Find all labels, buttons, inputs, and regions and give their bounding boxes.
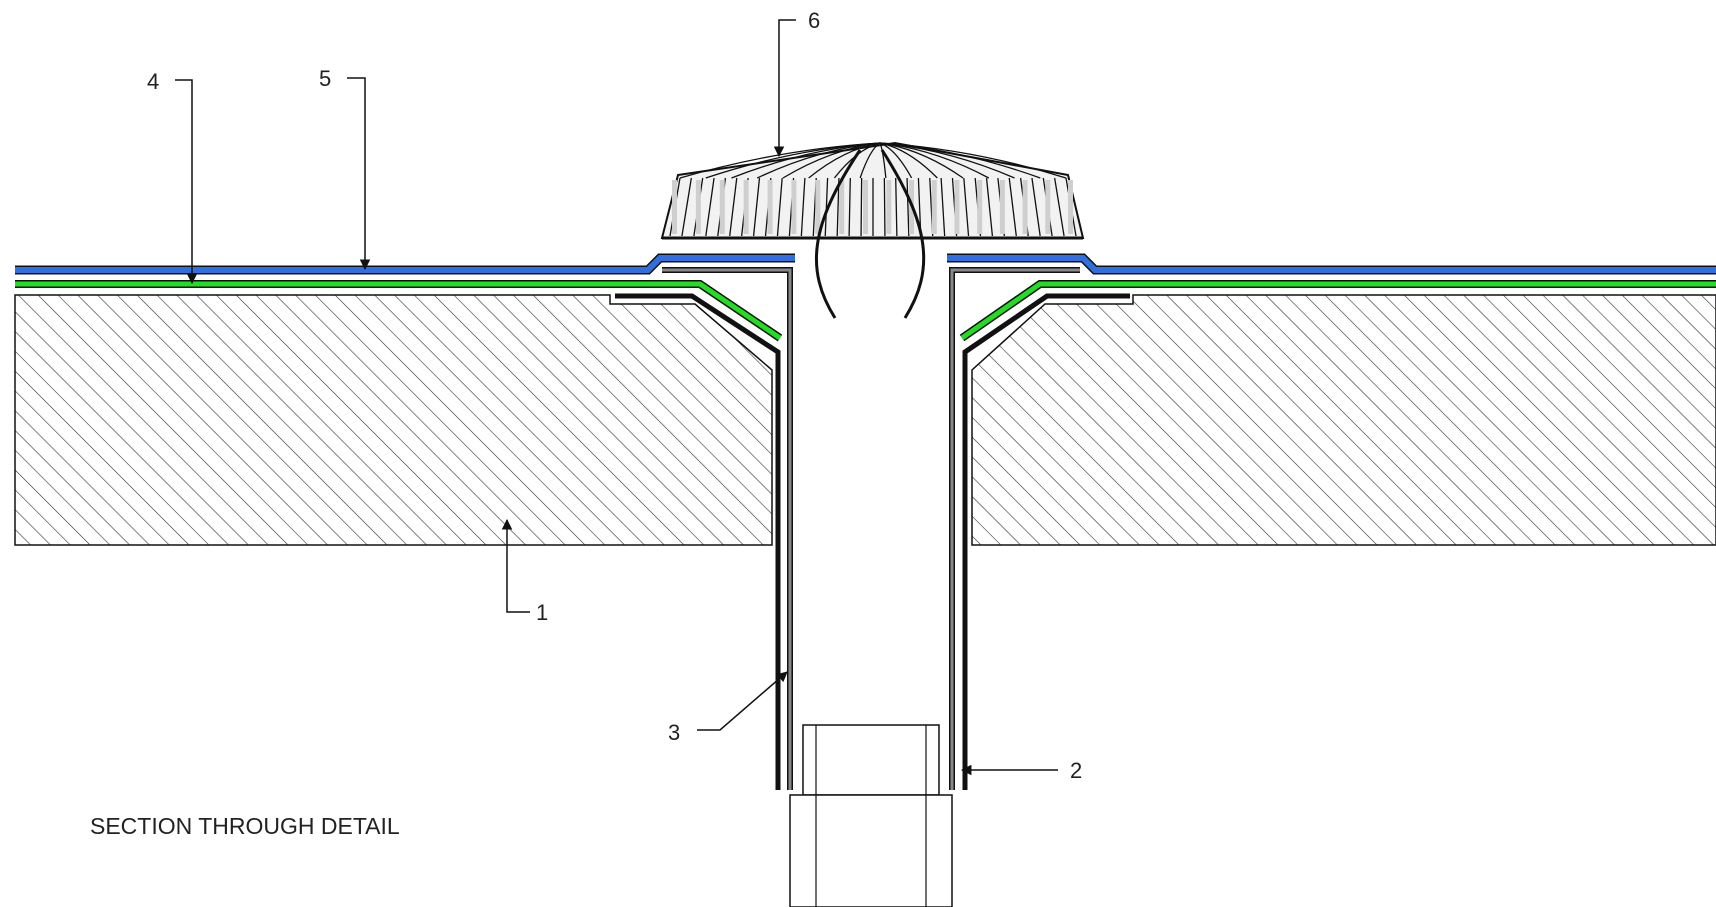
grate-rib	[879, 142, 1067, 179]
grate-slot	[1068, 180, 1073, 234]
deck-right	[971, 294, 1716, 546]
leader-1	[501, 518, 530, 613]
grate-slat	[883, 177, 886, 237]
grate-slot	[791, 180, 797, 234]
leader-3	[697, 671, 788, 731]
grate-slot	[767, 180, 773, 234]
grate-slot	[954, 180, 960, 234]
grate-rib	[808, 142, 881, 179]
grate-slat	[752, 177, 761, 237]
grate-slat	[848, 177, 851, 237]
callout-6: 6	[808, 8, 820, 33]
leader-lines	[175, 19, 1058, 776]
grate-slat	[940, 177, 946, 237]
grate-slot	[695, 180, 701, 234]
underlay-membrane	[15, 280, 1716, 342]
grate-slat	[906, 177, 910, 237]
underlay-flange-right	[962, 293, 1130, 790]
grate-slat	[985, 177, 994, 237]
callout-5: 5	[319, 66, 331, 91]
grate-slat	[963, 177, 970, 237]
grate-slot	[931, 180, 937, 234]
leader-6	[773, 19, 796, 158]
grate-slot	[863, 180, 869, 234]
dome-grate-icon	[660, 141, 1085, 319]
top-membrane	[15, 253, 1716, 275]
section-caption: SECTION THROUGH DETAIL	[90, 813, 400, 839]
grate-slat	[800, 177, 806, 237]
grate-slot	[999, 180, 1005, 234]
grate-slot	[839, 180, 845, 234]
leader-5	[347, 77, 371, 271]
grate-slat	[729, 177, 738, 237]
grate-slot	[1045, 180, 1051, 234]
grate-slat	[681, 177, 692, 237]
grate-slot	[719, 180, 725, 234]
grate-rib	[859, 142, 881, 179]
drain-flange	[662, 267, 1080, 790]
grate-slat	[776, 177, 783, 237]
grate-slot	[977, 180, 983, 234]
grate-slot	[1022, 180, 1028, 234]
grate-rib	[879, 142, 887, 179]
grate-slat	[824, 177, 829, 237]
grate-slot	[672, 180, 677, 234]
grate-slat	[895, 177, 898, 237]
grate-slat	[860, 177, 863, 237]
grate-slat	[1031, 177, 1041, 237]
grate-slat	[1054, 177, 1065, 237]
grate-slot	[815, 180, 821, 234]
callout-2: 2	[1070, 758, 1082, 783]
callout-4: 4	[147, 69, 159, 94]
callout-3: 3	[668, 720, 680, 745]
deck-left	[14, 294, 773, 546]
grate-slot	[886, 180, 892, 234]
grate-slat	[705, 177, 715, 237]
spigot	[789, 724, 953, 907]
leader-4	[175, 79, 198, 285]
callout-1: 1	[536, 600, 548, 625]
grate-slot	[743, 180, 749, 234]
grate-slat	[1008, 177, 1017, 237]
underlay-flange-left	[615, 293, 781, 790]
